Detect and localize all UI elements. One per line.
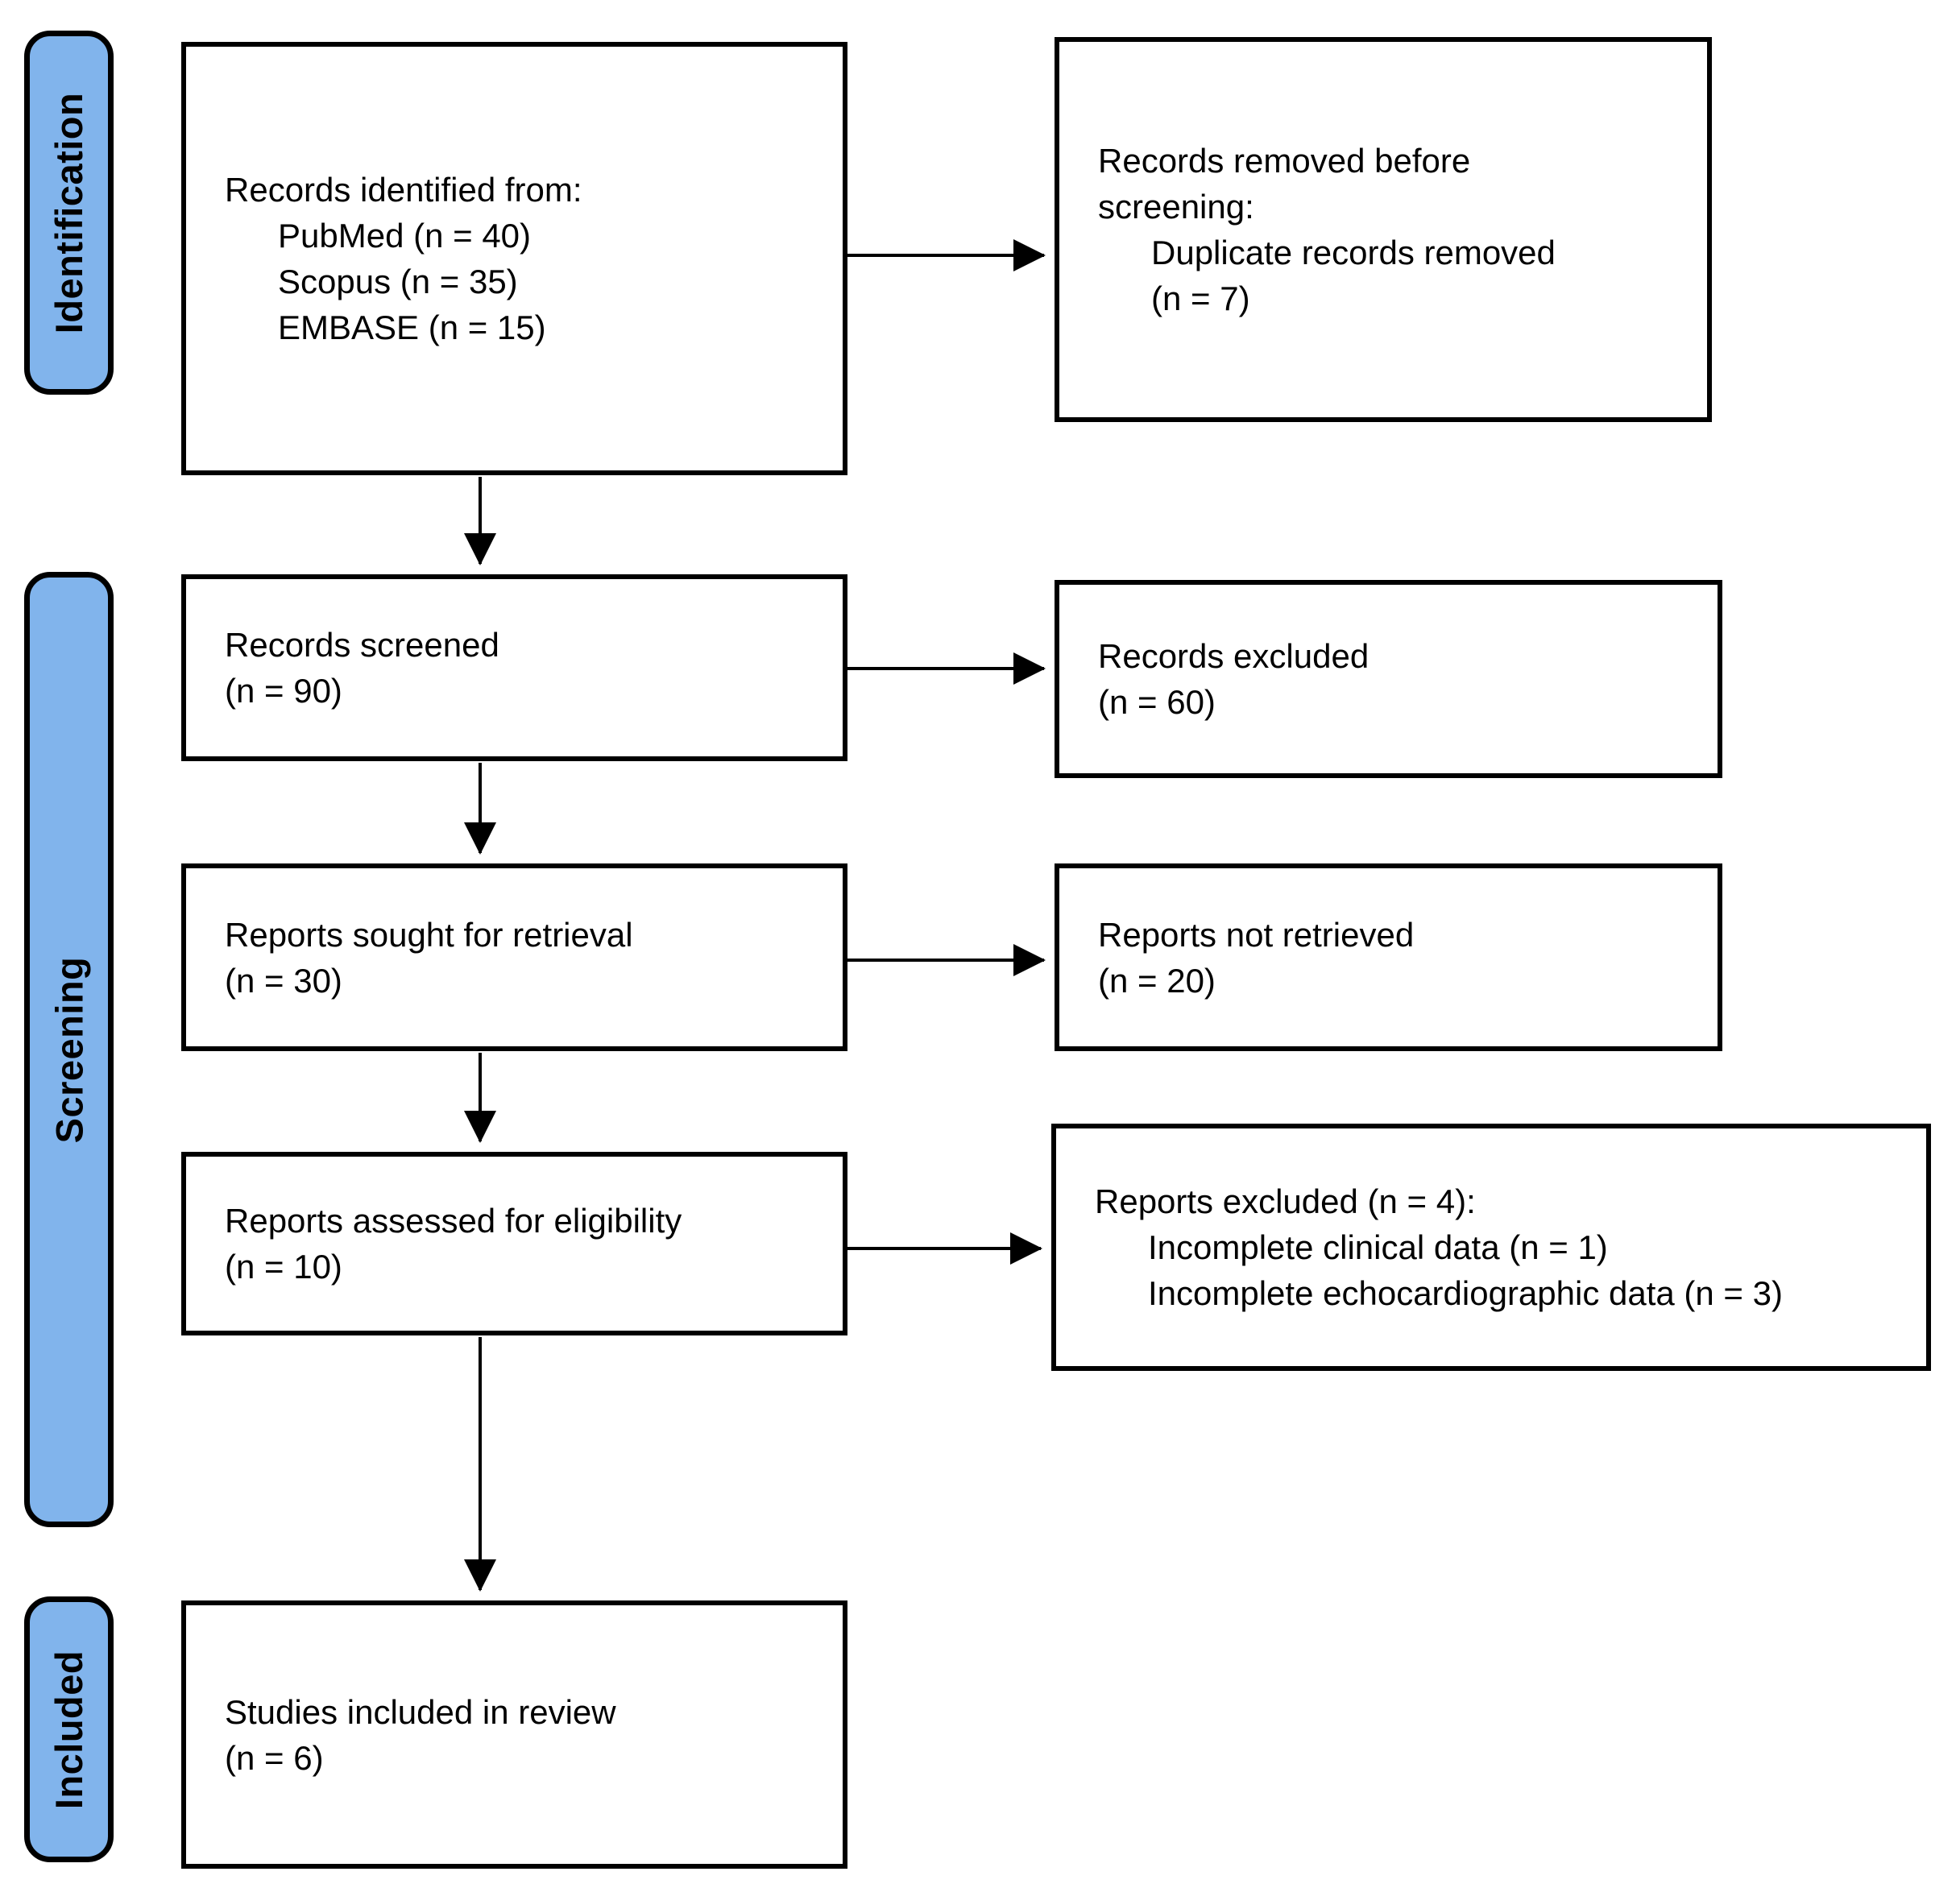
box-records-removed: Records removed before screening: Duplic… — [1055, 37, 1712, 422]
box-reports-excluded: Reports excluded (n = 4): Incomplete cli… — [1051, 1124, 1931, 1371]
box-line: screening: — [1098, 188, 1254, 226]
stage-bar-screening: Screening — [24, 572, 114, 1527]
box-line: Reports sought for retrieval — [225, 915, 633, 954]
box-reports-assessed: Reports assessed for eligibility (n = 10… — [181, 1152, 847, 1335]
box-records-screened: Records screened (n = 90) — [181, 574, 847, 761]
box-records-excluded: Records excluded (n = 60) — [1055, 580, 1722, 778]
stage-label-included: Included — [48, 1650, 91, 1809]
stage-bar-identification: Identification — [24, 31, 114, 395]
box-line: Records screened — [225, 626, 499, 664]
box-line: Reports assessed for eligibility — [225, 1202, 682, 1240]
box-line: Reports not retrieved — [1098, 915, 1415, 954]
box-line: (n = 6) — [225, 1738, 324, 1777]
box-line: (n = 30) — [225, 961, 342, 1000]
box-studies-included: Studies included in review (n = 6) — [181, 1600, 847, 1869]
stage-label-screening: Screening — [48, 956, 90, 1143]
box-line: Records excluded — [1098, 637, 1370, 675]
box-line: (n = 20) — [1098, 961, 1216, 1000]
stage-label-identification: Identification — [48, 92, 91, 333]
box-line: Incomplete echocardiographic data (n = 3… — [1148, 1274, 1783, 1312]
box-line: (n = 60) — [1098, 683, 1216, 721]
box-line: PubMed (n = 40) — [278, 217, 532, 255]
box-reports-sought: Reports sought for retrieval (n = 30) — [181, 863, 847, 1051]
box-line: Reports excluded (n = 4): — [1095, 1182, 1476, 1220]
box-line: Duplicate records removed — [1151, 234, 1556, 271]
box-line: Studies included in review — [225, 1692, 616, 1731]
box-line: Incomplete clinical data (n = 1) — [1148, 1228, 1608, 1266]
box-line: (n = 90) — [225, 672, 342, 710]
box-line: Scopus (n = 35) — [278, 263, 518, 300]
box-line: Records identified from: — [225, 171, 582, 209]
box-reports-not-retrieved: Reports not retrieved (n = 20) — [1055, 863, 1722, 1051]
box-line: (n = 7) — [1151, 279, 1250, 317]
box-records-identified: Records identified from: PubMed (n = 40)… — [181, 42, 847, 475]
box-line: (n = 10) — [225, 1248, 342, 1286]
box-line: EMBASE (n = 15) — [278, 308, 546, 346]
stage-bar-included: Included — [24, 1596, 114, 1862]
box-line: Records removed before — [1098, 142, 1471, 180]
